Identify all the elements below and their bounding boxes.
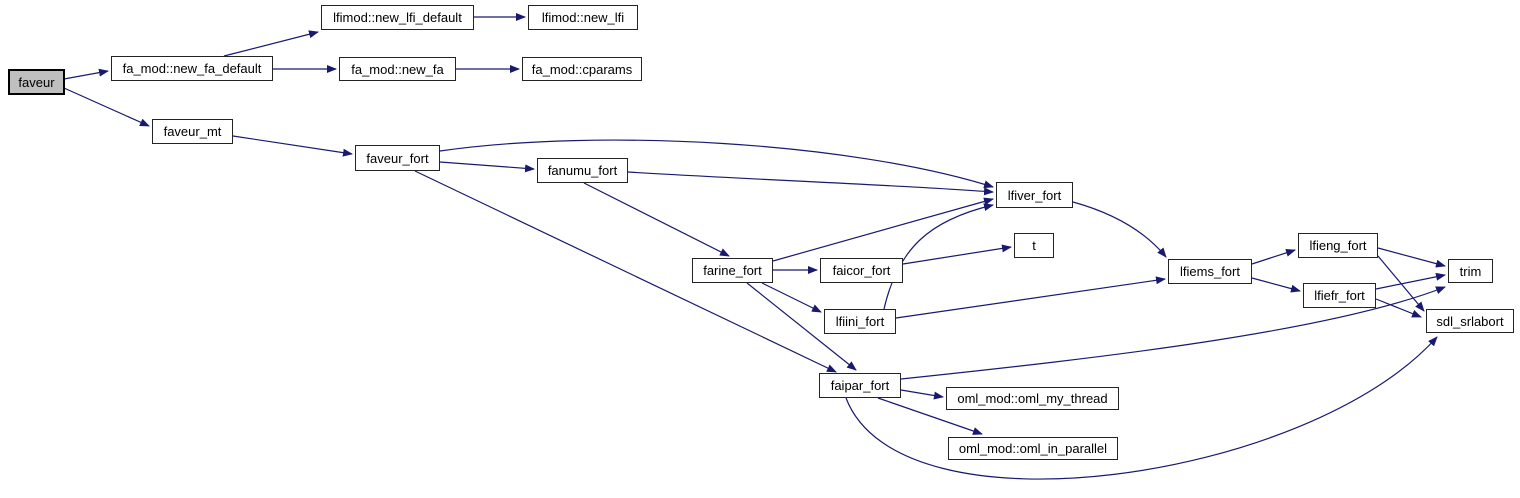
- edge-faipar-fort-to-oml-mod-oml-my-thread: [900, 389, 944, 400]
- node-lfimod-new-lfi-default[interactable]: lfimod::new_lfi_default: [321, 5, 474, 30]
- node-label: fa_mod::cparams: [531, 61, 633, 77]
- node-label: oml_mod::oml_my_thread: [957, 391, 1108, 406]
- edge-lfieng-fort-to-trim: [1377, 247, 1446, 268]
- edge-faipar-fort-to-oml-mod-oml-in-parallel: [877, 397, 983, 435]
- node-fanumu-fort[interactable]: fanumu_fort: [537, 158, 628, 183]
- edge-fanumu-fort-to-lfiver-fort: [627, 171, 994, 196]
- node-label: faveur_mt: [163, 124, 222, 139]
- edge-lfiefr-fort-to-trim: [1375, 272, 1446, 290]
- node-label: sdl_srlabort: [1436, 313, 1504, 329]
- node-faicor-fort[interactable]: faicor_fort: [820, 258, 903, 283]
- node-farine-fort[interactable]: farine_fort: [692, 258, 773, 283]
- node-faveur[interactable]: faveur: [8, 69, 65, 95]
- node-oml-mod-oml-my-thread[interactable]: oml_mod::oml_my_thread: [946, 387, 1119, 410]
- node-lfiefr-fort[interactable]: lfiefr_fort: [1303, 283, 1376, 308]
- node-label: faicor_fort: [832, 263, 891, 278]
- node-fa-mod-cparams[interactable]: fa_mod::cparams: [522, 57, 642, 81]
- node-lfiver-fort[interactable]: lfiver_fort: [996, 182, 1073, 208]
- edge-faveur-to-faveur-mt: [63, 87, 150, 127]
- edge-faveur-fort-to-fanumu-fort: [439, 161, 535, 173]
- node-label: fa_mod::new_fa: [351, 61, 444, 77]
- node-faveur-mt[interactable]: faveur_mt: [152, 119, 233, 144]
- edge-faveur-to-fa-mod-new-fa-default: [63, 68, 109, 80]
- node-label: lfiefr_fort: [1314, 288, 1365, 303]
- edge-lfiini-fort-to-lfiems-fort: [895, 276, 1166, 319]
- node-label: faipar_fort: [830, 378, 890, 393]
- node-label: farine_fort: [703, 263, 762, 278]
- edge-faveur-fort-to-lfiver-fort: [439, 139, 994, 189]
- edge-lfiver-fort-to-lfiems-fort: [1072, 201, 1167, 258]
- edge-fanumu-fort-to-farine-fort: [583, 182, 730, 257]
- node-label: trim: [1459, 263, 1482, 279]
- node-label: fanumu_fort: [547, 163, 618, 178]
- edge-faipar-fort-to-trim: [900, 286, 1446, 380]
- edge-faveur-fort-to-faipar-fort: [414, 170, 837, 373]
- edge-faicor-fort-to-t: [902, 244, 1012, 265]
- node-trim[interactable]: trim: [1448, 259, 1493, 283]
- node-label: lfimod::new_lfi_default: [333, 10, 462, 25]
- node-faveur-fort[interactable]: faveur_fort: [355, 145, 440, 171]
- node-label: fa_mod::new_fa_default: [122, 61, 262, 76]
- edge-lfiems-fort-to-lfiefr-fort: [1251, 277, 1301, 293]
- node-label: t: [1032, 238, 1036, 253]
- node-label: faveur: [18, 74, 55, 90]
- node-lfiini-fort[interactable]: lfiini_fort: [824, 309, 896, 334]
- edge-farine-fort-to-lfiver-fort: [772, 197, 994, 262]
- edge-fa-mod-new-fa-default-to-lfimod-new-lfi-default: [223, 30, 319, 57]
- node-oml-mod-oml-in-parallel[interactable]: oml_mod::oml_in_parallel: [948, 437, 1118, 460]
- edge-faipar-fort-to-sdl-srlabort: [845, 336, 1438, 480]
- node-sdl-srlabort[interactable]: sdl_srlabort: [1426, 309, 1514, 333]
- node-label: oml_mod::oml_in_parallel: [958, 441, 1108, 456]
- node-label: lfiems_fort: [1180, 264, 1240, 279]
- node-label: lfiini_fort: [835, 314, 885, 329]
- node-t[interactable]: t: [1014, 233, 1054, 258]
- node-fa-mod-new-fa[interactable]: fa_mod::new_fa: [339, 57, 456, 81]
- edge-lfiini-fort-to-lfiver-fort: [883, 203, 994, 310]
- node-lfiems-fort[interactable]: lfiems_fort: [1168, 259, 1252, 284]
- node-label: faveur_fort: [366, 150, 429, 166]
- node-label: lfieng_fort: [1309, 238, 1367, 253]
- node-lfieng-fort[interactable]: lfieng_fort: [1298, 233, 1378, 258]
- edge-lfiems-fort-to-lfieng-fort: [1251, 248, 1296, 265]
- node-lfimod-new-lfi[interactable]: lfimod::new_lfi: [528, 5, 638, 30]
- node-label: lfimod::new_lfi: [541, 10, 625, 25]
- edge-farine-fort-to-faipar-fort: [746, 282, 857, 371]
- node-label: lfiver_fort: [1007, 187, 1062, 203]
- edge-faveur-mt-to-faveur-fort: [232, 135, 353, 157]
- edge-lfiefr-fort-to-sdl-srlabort: [1375, 298, 1422, 318]
- node-fa-mod-new-fa-default[interactable]: fa_mod::new_fa_default: [111, 56, 273, 81]
- edge-farine-fort-to-lfiini-fort: [761, 282, 822, 313]
- node-faipar-fort[interactable]: faipar_fort: [819, 373, 901, 398]
